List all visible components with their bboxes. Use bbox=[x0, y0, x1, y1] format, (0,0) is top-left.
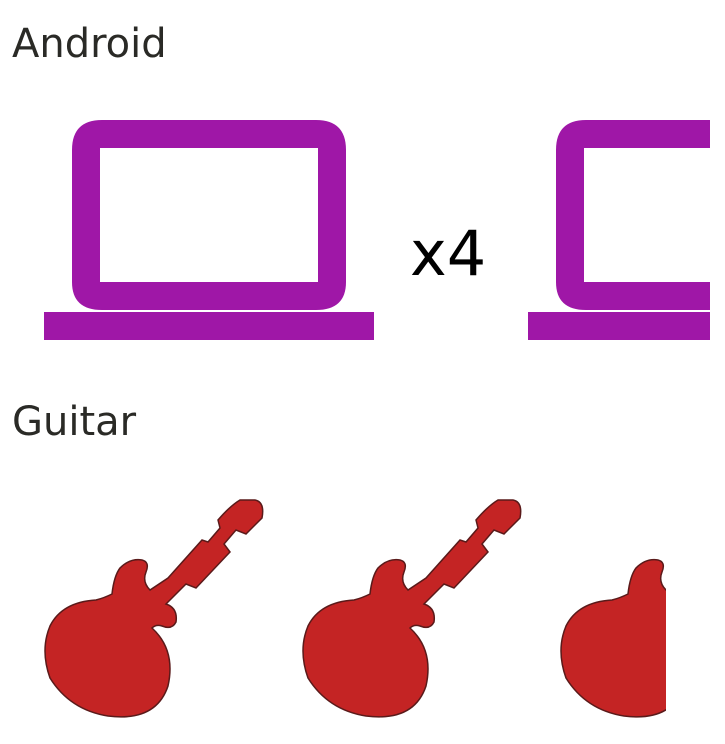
guitar-icon bbox=[40, 490, 270, 726]
guitar-icon bbox=[298, 490, 528, 726]
multiplier-label: x4 bbox=[410, 217, 487, 290]
guitar-row bbox=[0, 480, 725, 730]
laptop-row: x4 bbox=[0, 110, 725, 350]
guitar-icon bbox=[556, 490, 666, 726]
section-label-android: Android bbox=[12, 21, 167, 67]
laptop-icon bbox=[528, 110, 710, 350]
section-label-guitar: Guitar bbox=[12, 399, 137, 445]
laptop-icon bbox=[44, 110, 376, 350]
